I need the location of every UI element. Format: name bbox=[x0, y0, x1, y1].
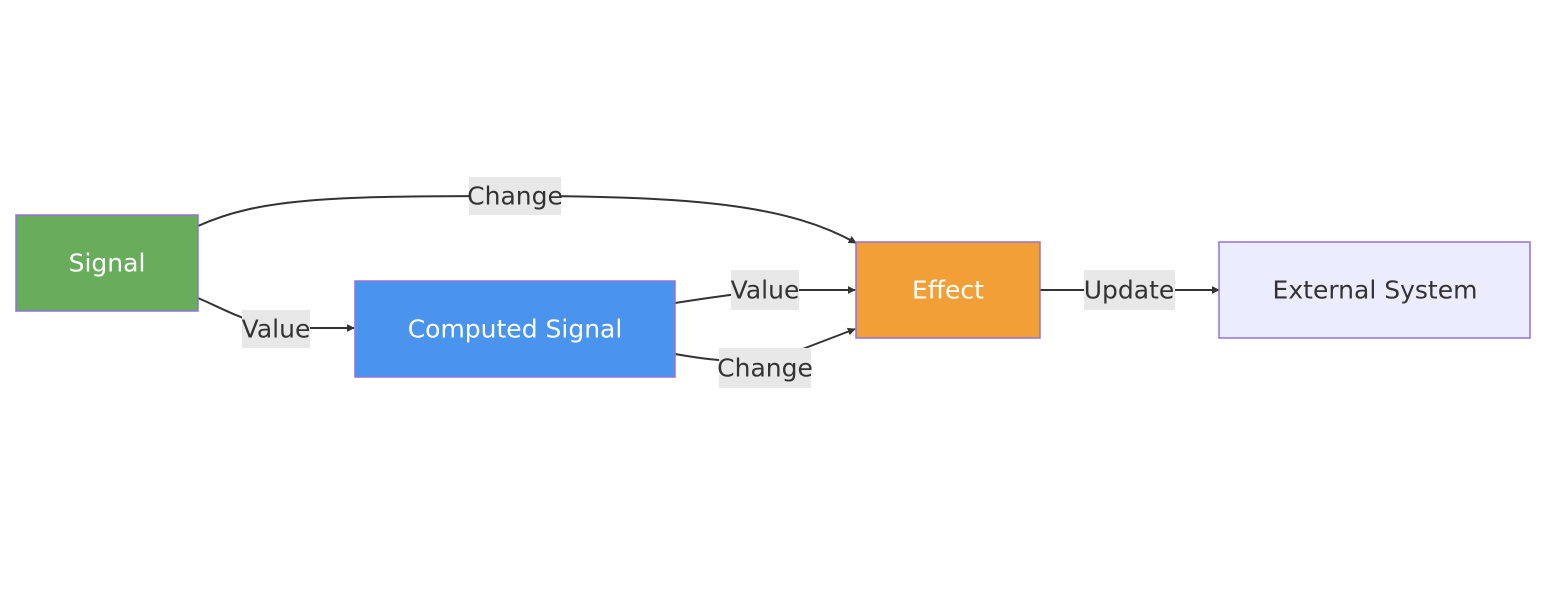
edge-label-computed-to-effect-change: Change bbox=[717, 348, 813, 388]
edge-label-text: Change bbox=[467, 182, 563, 211]
edge-label-text: Change bbox=[717, 354, 813, 383]
edge-label-computed-to-effect-value: Value bbox=[731, 270, 800, 310]
node-signal[interactable]: Signal bbox=[15, 214, 199, 312]
edge-label-signal-to-effect: Change bbox=[467, 177, 563, 215]
edge-label-text: Value bbox=[731, 276, 800, 305]
edge-label-text: Update bbox=[1084, 276, 1175, 305]
node-external-system[interactable]: External System bbox=[1218, 241, 1531, 339]
edge-label-signal-to-computed: Value bbox=[242, 310, 311, 348]
node-label: Effect bbox=[912, 276, 984, 305]
node-computed-signal[interactable]: Computed Signal bbox=[354, 280, 676, 378]
node-label: Computed Signal bbox=[408, 315, 623, 344]
node-label: External System bbox=[1273, 276, 1478, 305]
node-label: Signal bbox=[69, 249, 146, 278]
edge-label-effect-to-external: Update bbox=[1084, 270, 1175, 310]
node-effect[interactable]: Effect bbox=[855, 241, 1041, 339]
edge-label-text: Value bbox=[242, 315, 311, 344]
